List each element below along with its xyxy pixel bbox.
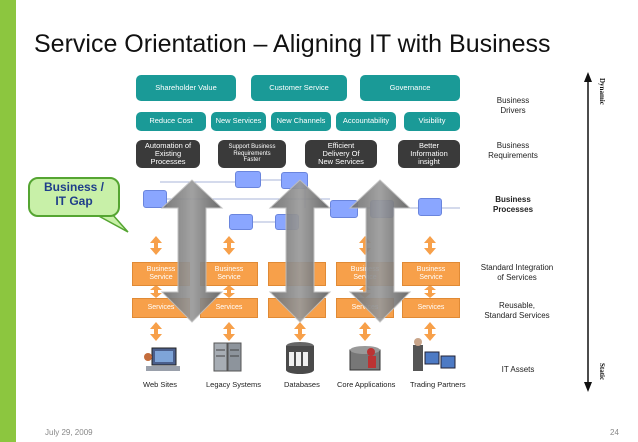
asset-label-legacy-systems: Legacy Systems bbox=[206, 380, 262, 389]
double-arrow-3 bbox=[348, 179, 412, 323]
process-step bbox=[418, 198, 442, 216]
process-step bbox=[235, 171, 261, 188]
layer-label-processes: Business Processes bbox=[492, 195, 534, 214]
business-it-gap-text: Business / IT Gap bbox=[43, 180, 105, 209]
layer-label-reusable: Reusable, Standard Services bbox=[484, 301, 550, 320]
process-support-requirements: Support Business Requirements Faster bbox=[218, 140, 286, 168]
driver-shareholder-value: Shareholder Value bbox=[136, 75, 236, 101]
layer-label-assets: IT Assets bbox=[501, 365, 535, 374]
business-service: Business Service bbox=[402, 262, 460, 286]
layer-label-integration: Standard Integration of Services bbox=[480, 263, 554, 282]
double-arrow-2 bbox=[268, 179, 332, 323]
asset-label-databases: Databases bbox=[284, 380, 320, 389]
service: Services bbox=[200, 298, 258, 318]
databases-icon bbox=[286, 342, 314, 374]
web-sites-icon bbox=[144, 347, 180, 371]
process-step bbox=[229, 214, 253, 230]
asset-label-core-applications: Core Applications bbox=[337, 380, 396, 389]
dynamic-static-axis-arrow bbox=[584, 72, 592, 392]
double-arrow-1 bbox=[160, 179, 224, 323]
asset-label-web-sites: Web Sites bbox=[143, 380, 178, 389]
business-service: Business Service bbox=[200, 262, 258, 286]
process-automation: Automation of Existing Processes bbox=[136, 140, 200, 168]
footer-date: July 29, 2009 bbox=[45, 428, 93, 437]
business-it-gap-callout bbox=[28, 177, 120, 217]
footer-page-number: 24 bbox=[610, 428, 619, 437]
process-step bbox=[330, 200, 358, 218]
trading-partners-icon bbox=[413, 338, 456, 371]
req-new-channels: New Channels bbox=[271, 112, 331, 131]
legacy-systems-icon bbox=[213, 342, 242, 372]
axis-label-dynamic: Dynamic bbox=[598, 78, 606, 105]
process-efficient-delivery: Efficient Delivery Of New Services bbox=[305, 140, 377, 168]
slide-title: Service Orientation – Aligning IT with B… bbox=[34, 30, 551, 58]
axis-label-static: Static bbox=[598, 363, 606, 381]
req-visibility: Visibility bbox=[404, 112, 460, 131]
core-applications-icon bbox=[349, 346, 381, 371]
driver-governance: Governance bbox=[360, 75, 460, 101]
req-accountability: Accountability bbox=[336, 112, 396, 131]
link-arrows-upper bbox=[150, 236, 436, 255]
link-arrows-assets bbox=[150, 322, 436, 341]
service: Services bbox=[402, 298, 460, 318]
process-better-information: Better Information insight bbox=[398, 140, 460, 168]
layer-label-requirements: Business Requirements bbox=[488, 141, 538, 160]
driver-customer-service: Customer Service bbox=[251, 75, 347, 101]
process-step bbox=[143, 190, 167, 208]
asset-label-trading-partners: Trading Partners bbox=[410, 380, 466, 389]
layer-label-drivers: Business Drivers bbox=[496, 96, 530, 115]
green-sidebar-stripe bbox=[0, 0, 16, 442]
req-new-services: New Services bbox=[211, 112, 266, 131]
req-reduce-cost: Reduce Cost bbox=[136, 112, 206, 131]
